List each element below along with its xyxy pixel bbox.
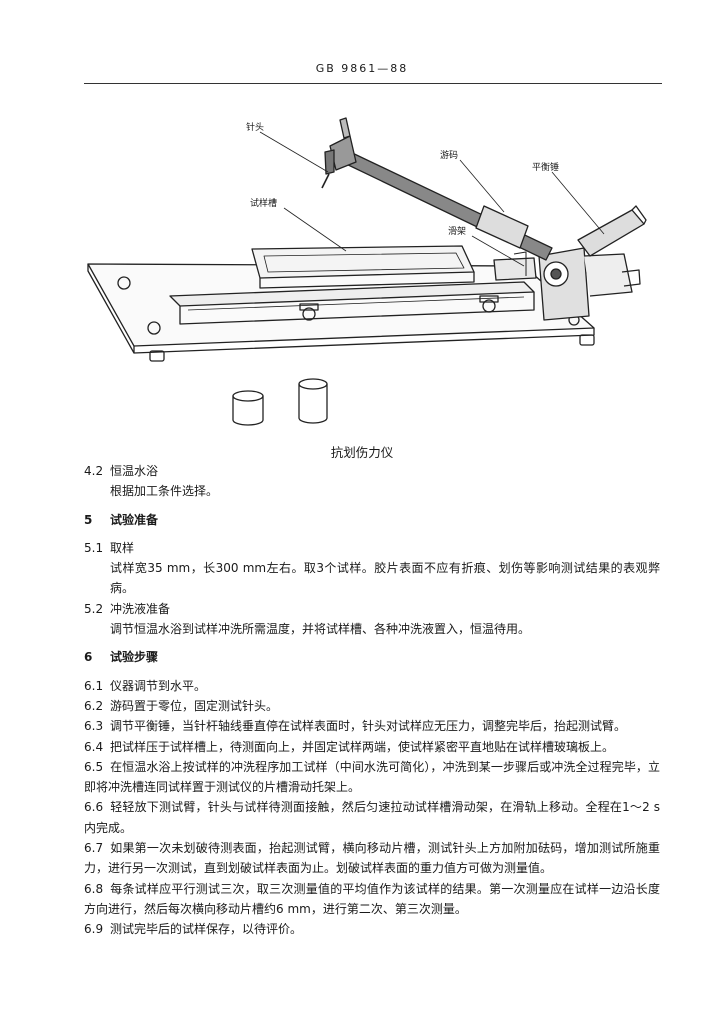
section-5-2-heading: 5.2 冲洗液准备 <box>84 599 660 619</box>
step-text: 调节平衡锤，当针杆轴线垂直停在试样表面时，针头对试样应无压力，调整完毕后，抬起测… <box>110 719 627 734</box>
section-number: 5.1 <box>84 540 104 555</box>
step-text: 把试样压于试样槽上，待测面向上，并固定试样两端，使试样紧密平直地贴在试样槽玻璃板… <box>110 739 615 754</box>
header-rule <box>84 83 662 84</box>
label-slider: 滑架 <box>448 227 467 237</box>
section-5-1-heading: 5.1 取样 <box>84 538 660 558</box>
section-5-heading: 5 试验准备 <box>84 510 660 530</box>
step-number: 6.2 <box>84 698 104 713</box>
section-number: 5.2 <box>84 601 104 616</box>
section-title: 试验步骤 <box>110 650 159 665</box>
step-number: 6.6 <box>84 800 104 815</box>
step-number: 6.1 <box>84 678 104 693</box>
step-item: 6.1 仪器调节到水平。 <box>84 676 660 696</box>
section-title: 冲洗液准备 <box>110 601 171 616</box>
step-item: 6.9 测试完毕后的试样保存，以待评价。 <box>84 919 660 939</box>
section-4-2-heading: 4.2 恒温水浴 <box>84 461 660 481</box>
step-number: 6.9 <box>84 922 104 937</box>
step-text: 仪器调节到水平。 <box>110 678 207 693</box>
step-number: 6.3 <box>84 719 104 734</box>
step-item: 6.2 游码置于零位，固定测试针头。 <box>84 696 660 716</box>
step-item: 6.4 把试样压于试样槽上，待测面向上，并固定试样两端，使试样紧密平直地贴在试样槽… <box>84 737 660 757</box>
step-text: 轻轻放下测试臂，针头与试样待测面接触，然后匀速拉动试样槽滑动架，在滑轨上移动。全… <box>84 800 660 835</box>
section-4-2-body: 根据加工条件选择。 <box>110 484 219 499</box>
section-title: 取样 <box>110 540 135 555</box>
scratch-tester-drawing <box>87 117 647 426</box>
section-number: 4.2 <box>84 464 104 478</box>
section-number: 5 <box>84 512 93 527</box>
scratch-tester-figure: 针头 游码 平衡锤 试样槽 滑架 <box>84 106 664 436</box>
step-number: 6.5 <box>84 759 104 774</box>
label-needle: 针头 <box>246 123 265 133</box>
document-body: 4.2 恒温水浴 根据加工条件选择。 5 试验准备 5.1 取样 试样宽35 m… <box>84 461 660 940</box>
label-weight: 游码 <box>440 151 459 161</box>
section-5-2-body: 调节恒温水浴到试样冲洗所需温度，并将试样槽、各种冲洗液置入，恒温待用。 <box>110 622 531 637</box>
step-text: 每条试样应平行测试三次，取三次测量值的平均值作为该试样的结果。第一次测量应在试样… <box>84 881 660 916</box>
label-tray: 试样槽 <box>250 199 278 209</box>
step-number: 6.8 <box>84 881 104 896</box>
section-title: 试验准备 <box>110 512 159 527</box>
step-text: 测试完毕后的试样保存，以待评价。 <box>110 922 303 937</box>
page-header: GB 9861—88 <box>315 62 409 75</box>
figure-caption: 抗划伤力仪 <box>330 445 394 460</box>
step-number: 6.7 <box>84 841 104 856</box>
step-text: 游码置于零位，固定测试针头。 <box>110 698 279 713</box>
label-balance: 平衡锤 <box>532 163 560 173</box>
step-item: 6.3 调节平衡锤，当针杆轴线垂直停在试样表面时，针头对试样应无压力，调整完毕后，… <box>84 716 660 736</box>
step-number: 6.4 <box>84 739 104 754</box>
section-title: 恒温水浴 <box>110 464 159 478</box>
section-6-heading: 6 试验步骤 <box>84 647 660 667</box>
step-text: 如果第一次未划破待测表面，抬起测试臂，横向移动片槽，测试针头上方加附加砝码，增加… <box>84 841 660 876</box>
section-5-1-body: 试样宽35 mm，长300 mm左右。取3个试样。胶片表面不应有折痕、划伤等影响… <box>110 561 660 596</box>
section-number: 6 <box>84 650 93 665</box>
step-text: 在恒温水浴上按试样的冲洗程序加工试样（中间水洗可简化），冲洗到某一步骤后或冲洗全… <box>84 759 660 795</box>
